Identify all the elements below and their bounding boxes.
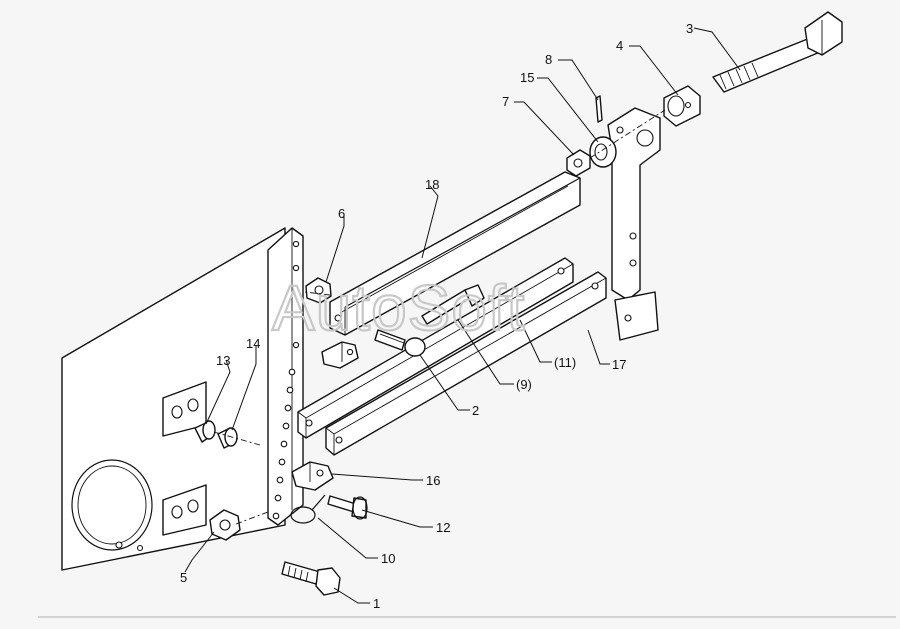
upper-bracket-pad [162, 381, 207, 437]
callout-12: 12 [436, 520, 450, 535]
callout-15: 15 [520, 70, 534, 85]
leader-lines [184, 27, 741, 604]
callout-13: 13 [216, 353, 230, 368]
callout-7: 7 [502, 94, 509, 109]
callout-9: (9) [516, 377, 532, 392]
callout-4: 4 [616, 38, 623, 53]
nut-6 [305, 277, 332, 304]
callout-11: (11) [554, 355, 576, 370]
callout-6: 6 [338, 206, 345, 221]
bushing-13 [194, 420, 216, 443]
callout-2: 2 [472, 403, 479, 418]
clevis-16 [291, 461, 334, 491]
bolt-3 [712, 11, 843, 93]
ring-clip-10 [290, 494, 326, 524]
nut-4 [663, 85, 701, 127]
right-bracket [607, 107, 661, 341]
callout-5: 5 [180, 570, 187, 585]
washer-15 [589, 136, 617, 168]
callout-1: 1 [373, 596, 380, 611]
callout-10: 10 [381, 551, 395, 566]
callout-labels: 3 4 8 15 7 18 6 13 14 5 1 10 12 16 2 (9)… [180, 21, 693, 611]
callout-17: 17 [612, 357, 626, 372]
flat-bar-11 [297, 257, 574, 439]
clevis-upper [321, 341, 359, 369]
bolt-2 [374, 329, 426, 357]
callout-3: 3 [686, 21, 693, 36]
watermark: AutoSoft [272, 272, 526, 344]
flat-bar-17 [325, 271, 607, 456]
callout-16: 16 [426, 473, 440, 488]
bolt-1 [281, 561, 341, 596]
perforated-bar [267, 227, 304, 526]
lower-bracket-pad [162, 484, 207, 536]
channel-bar-18 [329, 171, 581, 336]
callout-14: 14 [246, 336, 260, 351]
nut-7 [566, 149, 591, 177]
pin-12 [327, 495, 368, 520]
pin-9 [421, 284, 485, 325]
callout-8: 8 [545, 52, 552, 67]
nut-5 [209, 509, 241, 541]
pin-8 [595, 95, 603, 123]
alignment-lines [213, 109, 666, 525]
callout-18: 18 [425, 177, 439, 192]
